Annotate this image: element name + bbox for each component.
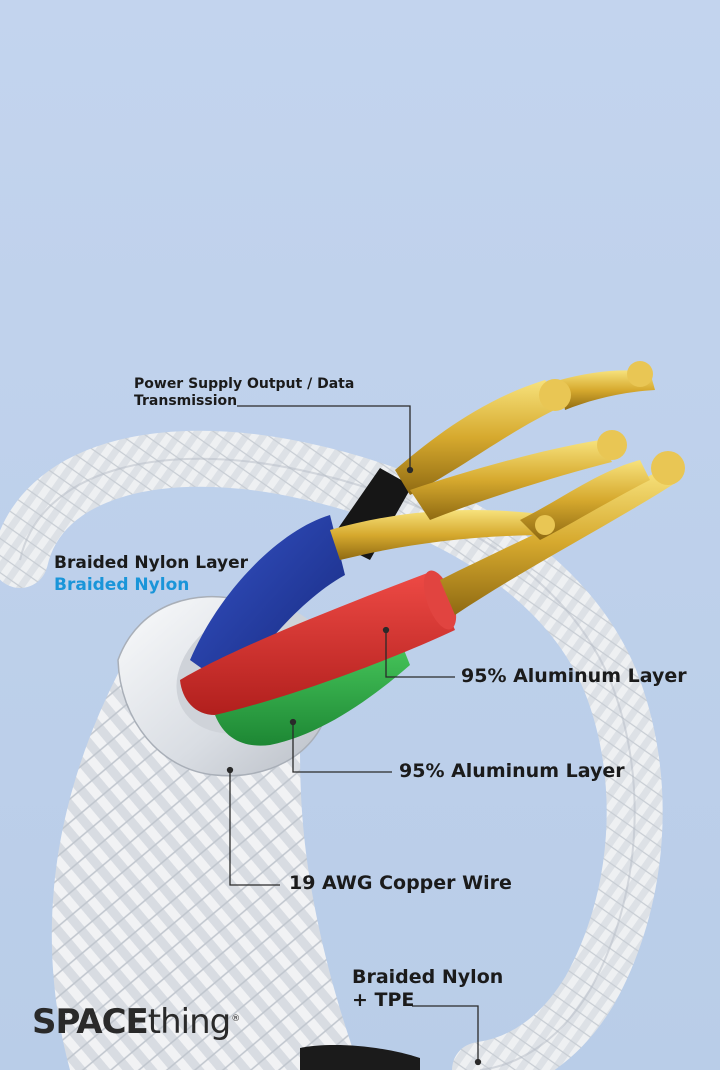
brand-logo: SPACEthing® <box>32 1002 240 1042</box>
label-braided-nylon: Braided Nylon <box>54 575 190 595</box>
copper-strands <box>330 361 685 615</box>
label-nylon-tpe-line1: Braided Nylon <box>352 966 504 988</box>
wire-red-end <box>423 570 457 630</box>
label-copper-wire: 19 AWG Copper Wire <box>289 872 512 894</box>
brand-logo-light: thing <box>147 1002 231 1042</box>
label-power-supply: Power Supply Output / Data Transmission <box>134 376 354 410</box>
label-nylon-tpe-line2: + TPE <box>352 988 415 1011</box>
callout-lines <box>226 405 482 1066</box>
wire-red <box>180 572 455 715</box>
label-power-supply-line2: Transmission <box>134 392 238 409</box>
black-sleeve <box>300 1045 420 1070</box>
label-aluminum-layer-1: 95% Aluminum Layer <box>461 665 687 687</box>
cable-loop-back-edge <box>19 457 636 1070</box>
label-braided-nylon-layer: Braided Nylon Layer <box>54 553 249 573</box>
label-power-supply-line1: Power Supply Output / Data <box>134 376 355 392</box>
brand-logo-strong: SPACE <box>32 1002 149 1042</box>
brand-registered-mark: ® <box>231 1013 240 1024</box>
wire-blue <box>190 515 345 690</box>
label-nylon-tpe: Braided Nylon + TPE <box>352 966 503 1012</box>
label-aluminum-layer-2: 95% Aluminum Layer <box>399 760 625 782</box>
